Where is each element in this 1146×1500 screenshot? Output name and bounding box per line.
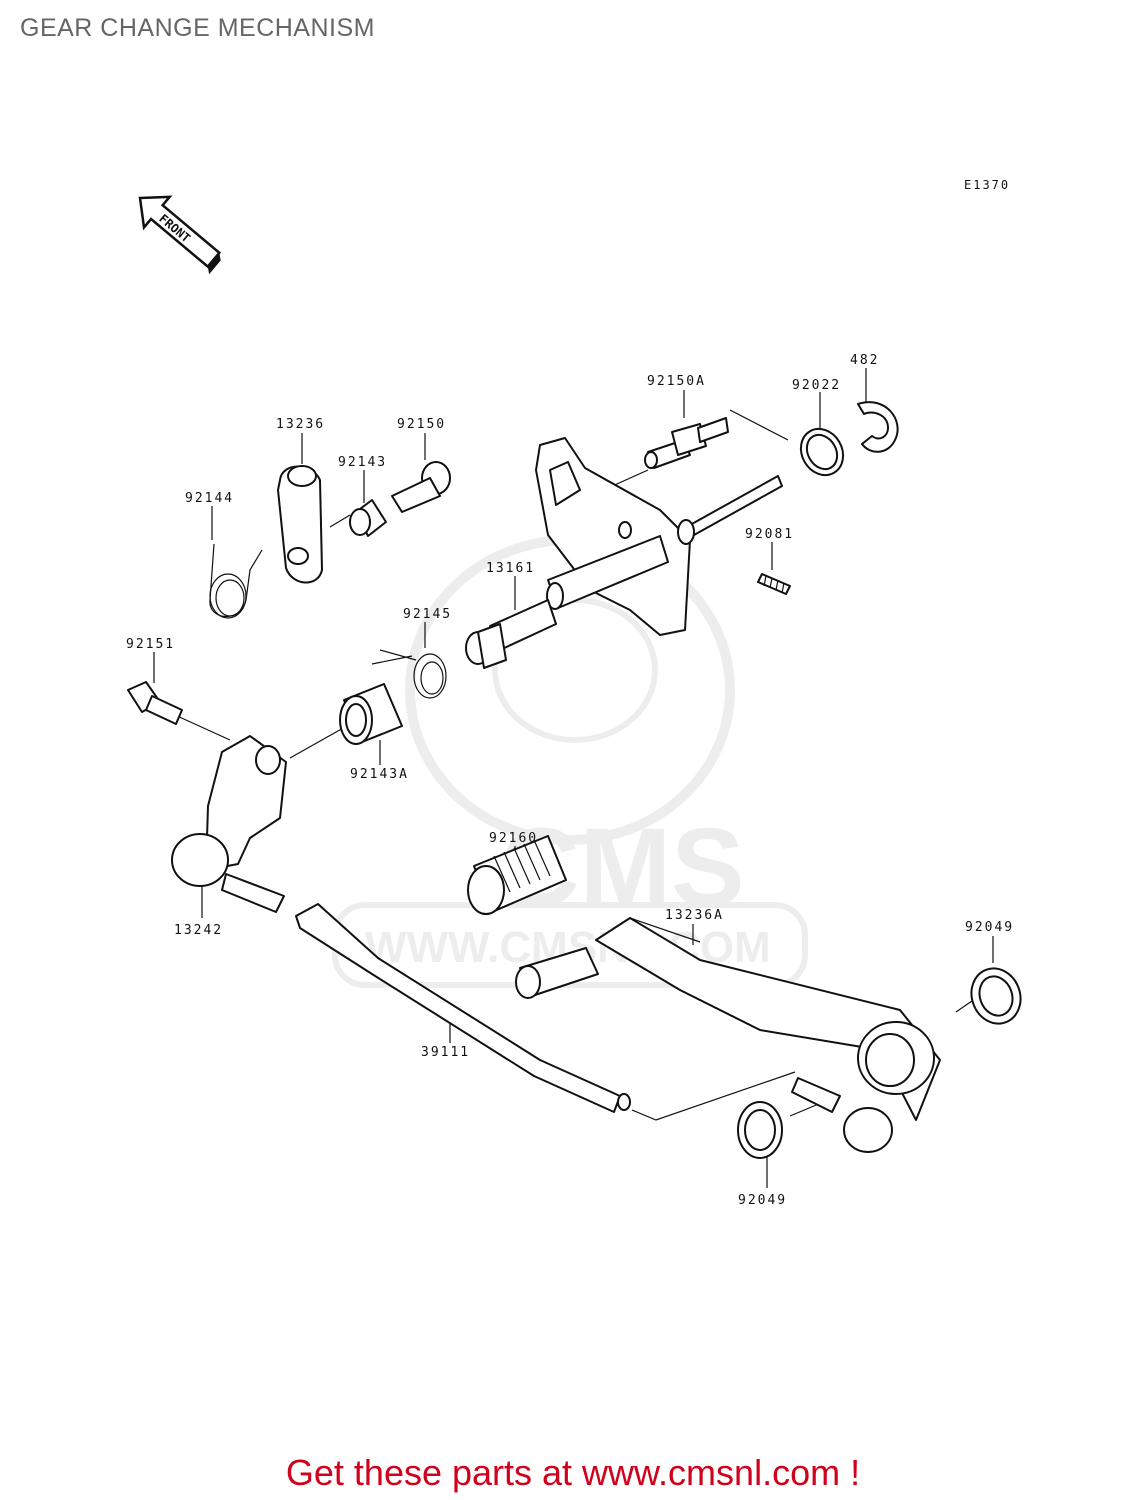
part-labels: 92150A 92022 482 13236 92150 92143 92144… — [126, 353, 1014, 1208]
part-92143A-collar — [339, 683, 403, 745]
label-13242: 13242 — [174, 923, 223, 938]
part-13161-shift-shaft — [465, 437, 783, 669]
promo-banner-link[interactable]: Get these parts at www.cmsnl.com ! — [285, 1452, 861, 1493]
label-92049-lower: 92049 — [738, 1193, 787, 1208]
part-92049-seal-lower — [737, 1101, 783, 1159]
part-482-circlip — [857, 401, 899, 453]
part-92049-seal-upper — [970, 967, 1022, 1025]
diagram-code: E1370 — [964, 178, 1011, 192]
label-92144: 92144 — [185, 491, 234, 506]
label-13236: 13236 — [276, 417, 325, 432]
label-92145: 92145 — [403, 607, 452, 622]
part-92144-spring — [209, 543, 263, 619]
part-92150-bolt — [391, 461, 451, 513]
label-92160: 92160 — [489, 831, 538, 846]
part-92151-bolt — [127, 681, 183, 725]
page-title: GEAR CHANGE MECHANISM — [20, 14, 375, 42]
label-13161: 13161 — [486, 561, 535, 576]
part-92145-spring — [371, 649, 447, 699]
label-92143: 92143 — [338, 455, 387, 470]
label-92081: 92081 — [745, 527, 794, 542]
part-rod-end-joint — [791, 1077, 893, 1153]
part-13236A-pedal — [515, 917, 941, 1121]
label-482: 482 — [850, 353, 879, 368]
label-13236A: 13236A — [665, 908, 724, 923]
label-92150A: 92150A — [647, 374, 706, 389]
label-39111: 39111 — [421, 1045, 470, 1060]
part-92143-collar — [349, 499, 387, 537]
part-92160-rubber — [467, 835, 567, 915]
part-92081-spring — [757, 573, 791, 595]
front-arrow-icon: FRONT — [138, 195, 222, 275]
label-92049-upper: 92049 — [965, 920, 1014, 935]
label-92151: 92151 — [126, 637, 175, 652]
label-92022: 92022 — [792, 378, 841, 393]
label-92150: 92150 — [397, 417, 446, 432]
part-39111-rod — [295, 903, 631, 1113]
part-92150A-stud — [644, 417, 729, 469]
part-92022-washer — [799, 427, 845, 477]
label-92143A: 92143A — [350, 767, 409, 782]
part-13242-arm — [171, 735, 287, 913]
part-13236-lever — [277, 465, 323, 584]
